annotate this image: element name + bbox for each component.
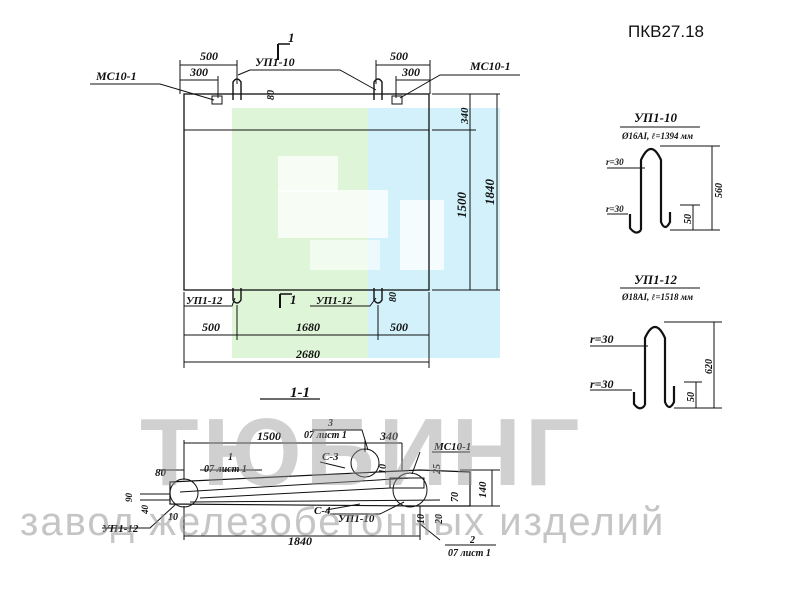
plan-loop-top: УП1-10 [255, 55, 295, 69]
leader-up-top [250, 69, 377, 91]
sec-c3: С-3 [322, 451, 339, 463]
leader-up12-left [184, 297, 236, 307]
tagline-watermark: завод железобетонных изделий [20, 500, 666, 544]
dim-bottom-total: 2680 [295, 347, 320, 361]
plan-loop-bottom-left: УП1-12 [186, 295, 223, 307]
callout-2-sheet: 07 лист 1 [448, 548, 491, 559]
sec-dim-80: 80 [155, 467, 167, 479]
plan-section-mark-top: 1 [288, 30, 295, 45]
up1-12-r-top: r=30 [590, 332, 614, 346]
sec-dim-1500: 1500 [257, 429, 281, 443]
sec-dim-90: 90 [124, 493, 134, 503]
dim-right-1500: 1500 [454, 192, 469, 219]
section-title: 1-1 [290, 385, 310, 401]
plate-right [391, 95, 403, 105]
sec-dim-20: 20 [434, 514, 445, 525]
callout-2-num: 2 [469, 535, 475, 546]
sec-dim-25: 25 [432, 464, 443, 475]
dim-top-80: 80 [266, 90, 277, 100]
loop-up1-12-shape [643, 325, 676, 409]
plan-mark-left: МС10-1 [95, 69, 137, 83]
sec-mark-mc: МС10-1 [433, 441, 471, 453]
dim-right-340: 340 [459, 107, 471, 125]
callout-3-num: 3 [327, 418, 333, 429]
up1-10-title: УП1-10 [634, 110, 677, 125]
up1-12-spec: Ø18AI, ℓ=1518 мм [621, 292, 693, 302]
plate-left [211, 95, 223, 105]
dim-bottom-right-500: 500 [390, 320, 408, 334]
sec-dim-340: 340 [379, 429, 398, 443]
brand-watermark: ТЮБИНГ [140, 399, 584, 506]
dim-bottom-mid-1680: 1680 [296, 320, 320, 334]
loop-top-right [373, 78, 383, 100]
sec-dim-10-top: 10 [378, 464, 389, 474]
dim-top-left-300: 300 [189, 65, 208, 79]
loop-up1-10-shape [639, 147, 672, 230]
up1-12-foot: 50 [686, 392, 697, 402]
up1-10-r-bottom: r=30 [606, 204, 624, 214]
up1-12-r-bottom: r=30 [590, 377, 614, 391]
dim-top-right-500: 500 [390, 49, 408, 63]
up1-12-title: УП1-12 [634, 272, 677, 287]
sec-dim-70: 70 [450, 492, 461, 502]
sec-loop-up1-12: УП1-12 [102, 523, 139, 535]
sec-dim-40: 40 [140, 505, 150, 516]
sec-c4: С-4 [314, 505, 331, 517]
up1-10-height: 560 [714, 183, 725, 198]
leader-mc-left [90, 83, 215, 101]
leader-up12-right [310, 297, 377, 307]
product-code: ПКВ27.18 [628, 22, 705, 41]
sec-dim-10-bottom: 10 [416, 514, 427, 524]
sec-dim-10-left: 10 [168, 512, 178, 523]
sec-dim-1840: 1840 [288, 534, 312, 548]
plan-loop-bottom-right: УП1-12 [316, 295, 353, 307]
plan-mark-right: МС10-1 [469, 59, 511, 73]
leader-mc-right [399, 74, 520, 99]
callout-circle-right [392, 472, 428, 508]
sec-loop-up1-10: УП1-10 [338, 513, 375, 525]
callout-1-sheet: 07 лист 1 [204, 464, 247, 475]
sec-dim-140: 140 [477, 481, 489, 498]
up1-10-spec: Ø16AI, ℓ=1394 мм [621, 131, 693, 141]
dim-top-right-300: 300 [401, 65, 420, 79]
dim-right-1840: 1840 [482, 179, 497, 206]
dim-top-left-500: 500 [200, 49, 218, 63]
slab-outline [183, 93, 430, 291]
up1-10-foot: 50 [683, 214, 694, 224]
callout-1-num: 1 [228, 452, 233, 463]
dim-bottom-80: 80 [388, 292, 399, 302]
dim-bottom-left-500: 500 [202, 320, 220, 334]
plan-section-mark-bottom: 1 [290, 292, 297, 307]
callout-3-sheet: 07 лист 1 [304, 430, 347, 441]
loop-bottom-left [232, 288, 242, 304]
up1-10-r-top: r=30 [606, 157, 624, 167]
up1-12-height: 620 [704, 359, 715, 374]
